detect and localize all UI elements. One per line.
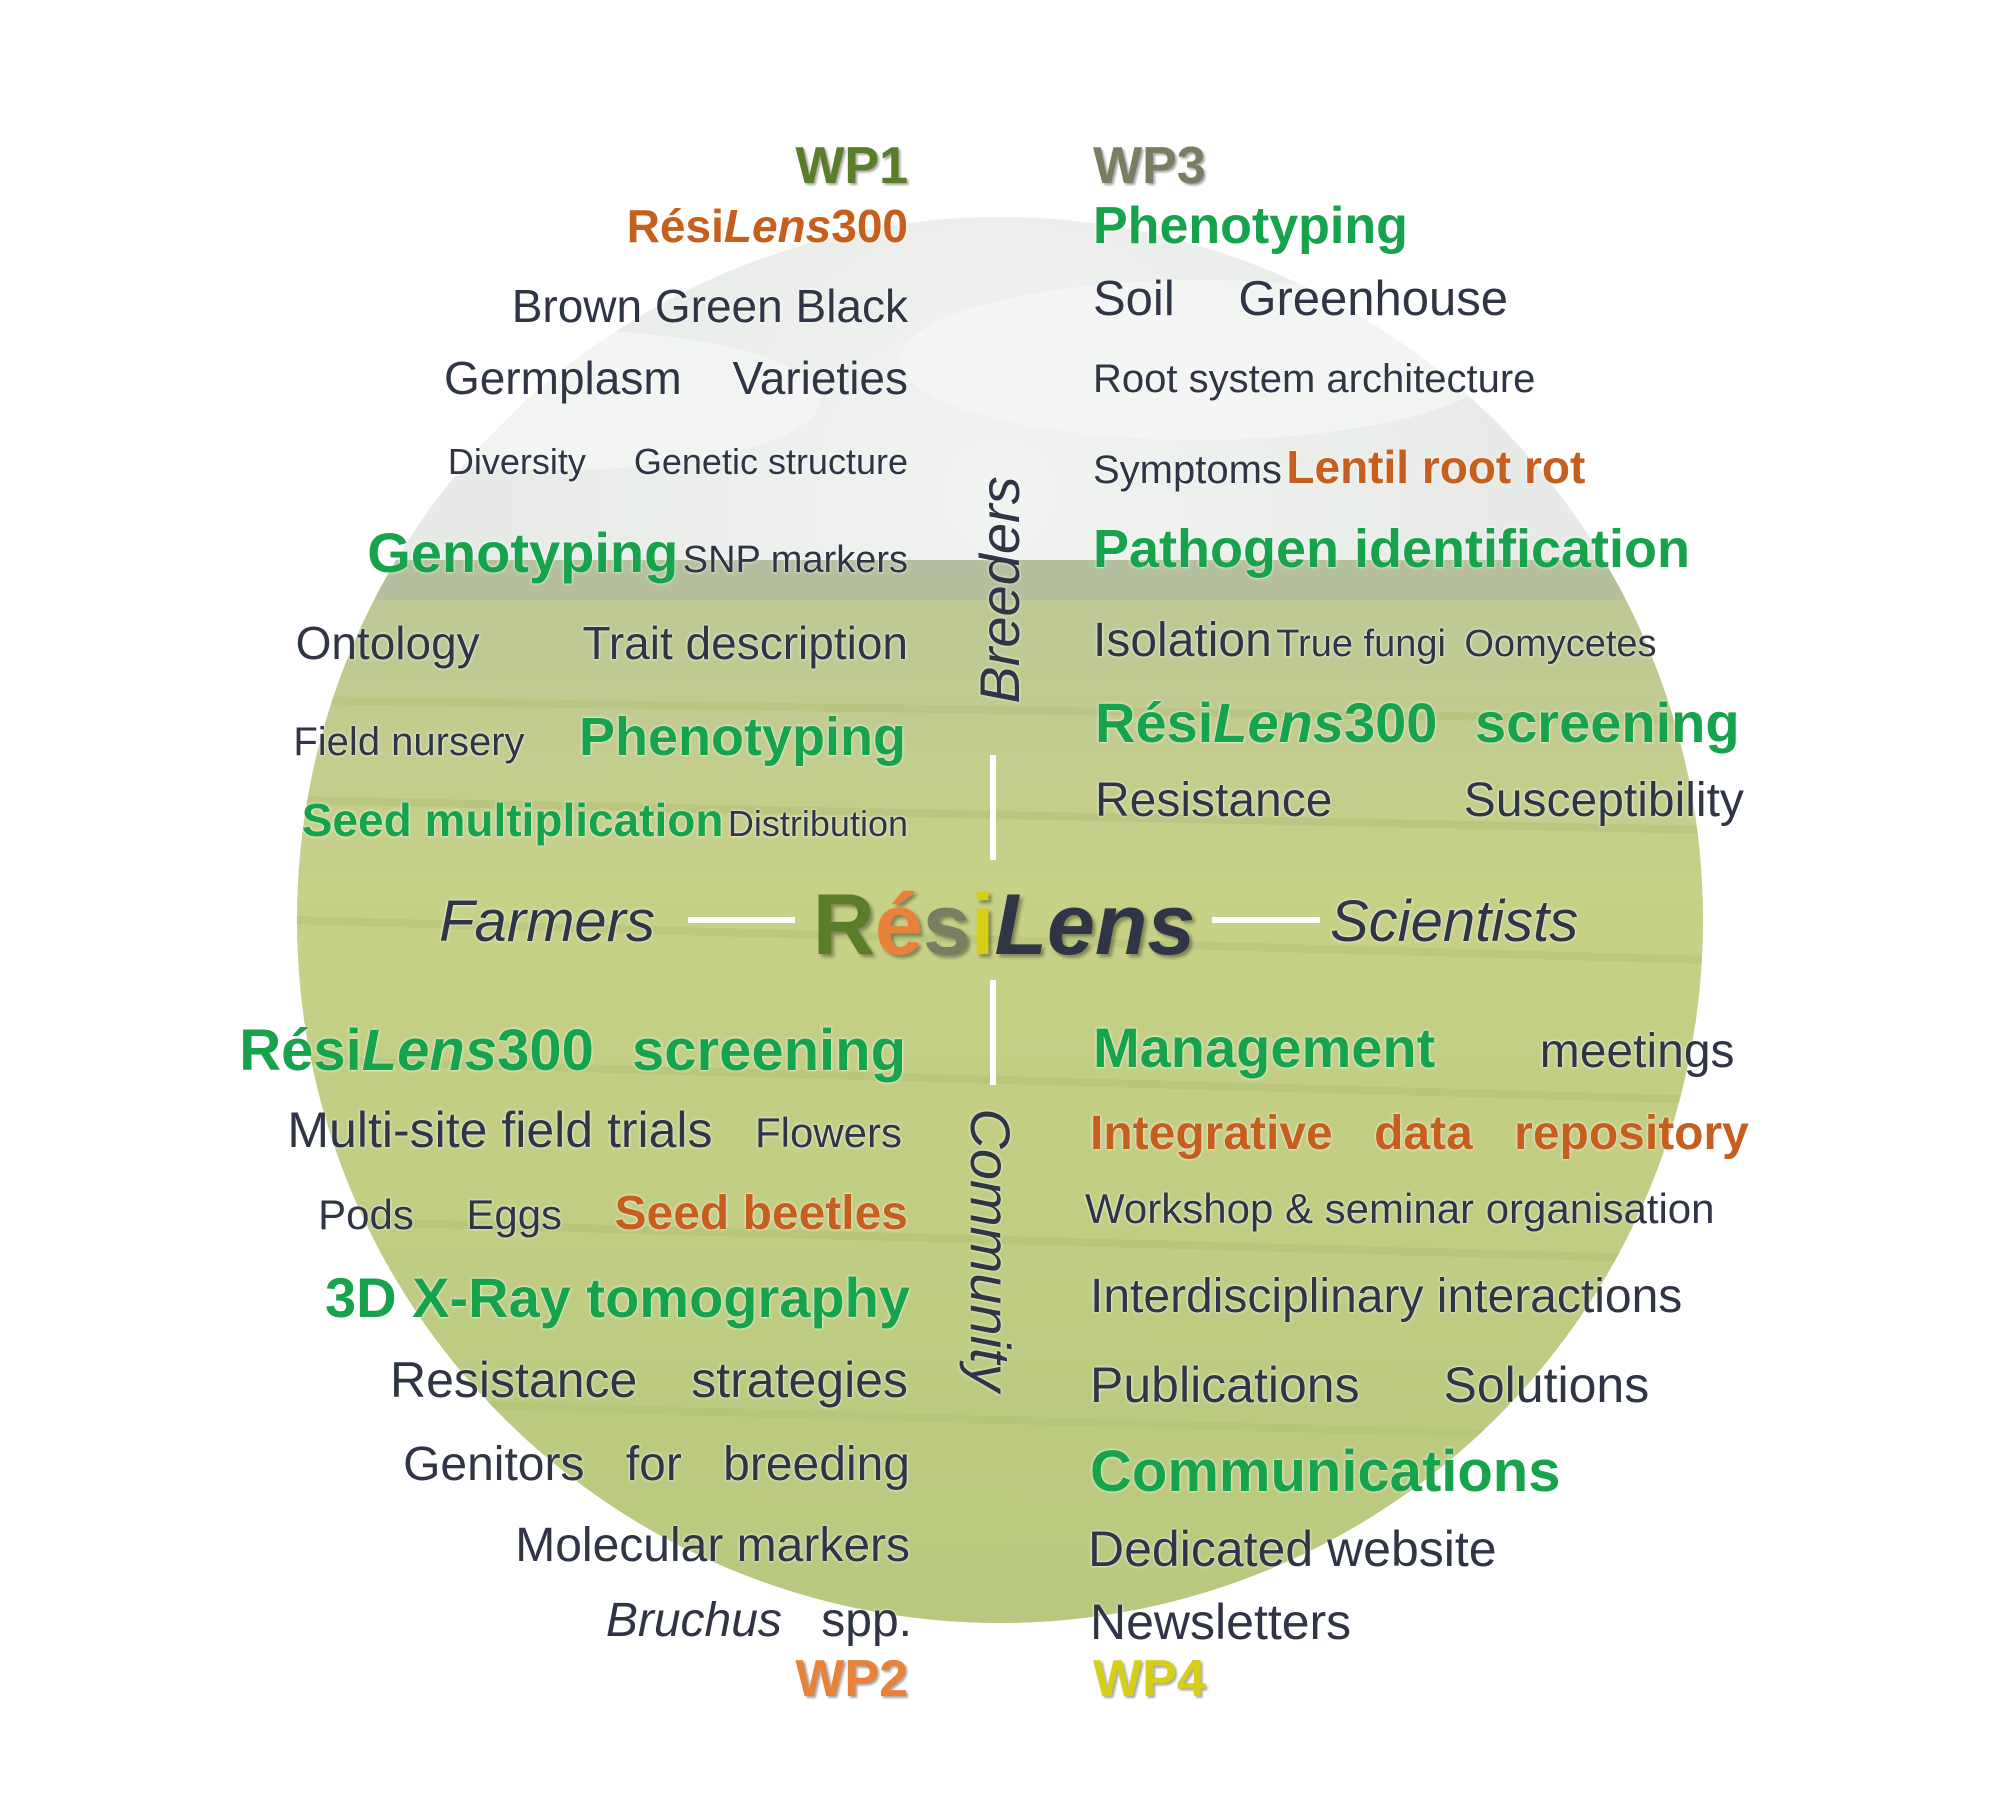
term-susceptibility: Susceptibility bbox=[1463, 774, 1744, 827]
wp1-seed-line: Seed multiplication Distribution bbox=[302, 797, 908, 843]
wp4-interdisciplinary: Interdisciplinary interactions bbox=[1090, 1270, 1683, 1323]
term-oomycetes: Oomycetes bbox=[1464, 623, 1657, 665]
term-snp-markers: SNP markers bbox=[682, 539, 908, 581]
term-repository: repository bbox=[1514, 1107, 1749, 1160]
term-spp: spp. bbox=[821, 1594, 912, 1647]
term-breeding: breeding bbox=[723, 1438, 910, 1491]
logo-i: i bbox=[970, 877, 995, 973]
term-data: data bbox=[1374, 1107, 1473, 1160]
audience-farmers: Farmers bbox=[439, 889, 655, 954]
logo-r: R bbox=[812, 877, 875, 973]
term-brown: Brown bbox=[511, 280, 643, 332]
logo-e: é bbox=[874, 877, 923, 973]
term-publications: Publications bbox=[1090, 1357, 1360, 1413]
wp4-label: WP4 bbox=[1093, 1650, 1206, 1708]
wp4-publications-line: Publications Solutions bbox=[1090, 1360, 1649, 1410]
term-resilens300-wp2: RésiLens300 bbox=[239, 1018, 594, 1083]
term-varieties: Varieties bbox=[732, 352, 908, 404]
term-seed-multiplication: Seed multiplication bbox=[301, 794, 724, 846]
term-resistance-wp2: Resistance bbox=[389, 1352, 638, 1408]
term-bruchus: Bruchus bbox=[605, 1594, 782, 1647]
term-eggs: Eggs bbox=[466, 1191, 563, 1238]
term-germplasm: Germplasm bbox=[443, 352, 682, 404]
wp1-resilens300: RésiLens300 bbox=[627, 203, 908, 249]
wp1-ontology-line: Ontology Trait description bbox=[296, 620, 908, 666]
wp1-colors-line: Brown Green Black bbox=[512, 283, 908, 329]
term-soil: Soil bbox=[1093, 272, 1175, 326]
wp4-workshop: Workshop & seminar organisation bbox=[1085, 1185, 1715, 1232]
audience-breeders: Breeders bbox=[968, 476, 1031, 704]
wp3-soil-line: Soil Greenhouse bbox=[1093, 275, 1508, 324]
wp2-beetles-line: Pods Eggs Seed beetles bbox=[318, 1190, 908, 1238]
term-genotyping: Genotyping bbox=[367, 521, 679, 584]
wp2-screening-line: RésiLens300 screening bbox=[239, 1022, 906, 1080]
term-true-fungi: True fungi bbox=[1276, 623, 1446, 665]
logo-lens: Lens bbox=[994, 877, 1196, 973]
term-management: Management bbox=[1093, 1016, 1436, 1079]
term-meetings: meetings bbox=[1539, 1025, 1735, 1078]
term-multi-site-field-trials: Multi-site field trials bbox=[287, 1102, 713, 1158]
wp1-label: WP1 bbox=[795, 137, 908, 195]
wp2-xray: 3D X-Ray tomography bbox=[325, 1266, 910, 1329]
wp4-communications: Communications bbox=[1090, 1439, 1561, 1504]
term-black: Black bbox=[795, 280, 908, 332]
term-phenotyping-wp1: Phenotyping bbox=[579, 707, 906, 767]
wp3-label: WP3 bbox=[1093, 137, 1206, 195]
wp3-isolation-line: Isolation True fungi Oomycetes bbox=[1093, 617, 1657, 665]
wp1-germplasm-line: Germplasm Varieties bbox=[444, 355, 908, 401]
wp1-genotyping-line: Genotyping SNP markers bbox=[367, 525, 908, 581]
term-symptoms: Symptoms bbox=[1093, 448, 1282, 492]
audience-scientists: Scientists bbox=[1330, 889, 1579, 954]
wp3-symptoms-line: Symptoms Lentil root rot bbox=[1093, 444, 1585, 490]
term-resistance-wp3: Resistance bbox=[1095, 774, 1333, 827]
term-for: for bbox=[625, 1438, 682, 1491]
term-screening-wp2: screening bbox=[632, 1018, 906, 1083]
term-resilens300-wp3: RésiLens300 bbox=[1095, 691, 1438, 754]
wp4-website: Dedicated website bbox=[1088, 1521, 1497, 1577]
term-integrative: Integrative bbox=[1090, 1107, 1333, 1160]
term-greenhouse: Greenhouse bbox=[1238, 272, 1509, 326]
term-flowers: Flowers bbox=[754, 1109, 902, 1156]
term-trait-description: Trait description bbox=[582, 617, 908, 669]
term-ontology: Ontology bbox=[295, 617, 480, 669]
term-green: Green bbox=[654, 280, 783, 332]
term-genetic-structure: Genetic structure bbox=[633, 441, 908, 482]
wp4-repository-line: Integrative data repository bbox=[1090, 1110, 1749, 1158]
term-screening-wp3: screening bbox=[1475, 691, 1740, 754]
term-pods: Pods bbox=[318, 1191, 414, 1238]
wp3-screening-line: RésiLens300 screening bbox=[1095, 695, 1740, 751]
wp4-newsletters: Newsletters bbox=[1090, 1594, 1352, 1650]
wp4-management-line: Management meetings bbox=[1093, 1020, 1735, 1076]
wp1-phenotyping-line: Field nursery Phenotyping bbox=[293, 710, 906, 764]
term-distribution: Distribution bbox=[727, 803, 908, 844]
wp3-pathogen: Pathogen identification bbox=[1093, 519, 1691, 579]
wp2-label: WP2 bbox=[795, 1650, 908, 1708]
term-field-nursery: Field nursery bbox=[293, 720, 525, 764]
term-solutions: Solutions bbox=[1443, 1357, 1650, 1413]
wp3-phenotyping: Phenotyping bbox=[1093, 197, 1408, 255]
lens-italic: Lens bbox=[723, 200, 832, 252]
wp2-resistance-line: Resistance strategies bbox=[390, 1355, 908, 1405]
term-isolation: Isolation bbox=[1093, 614, 1272, 667]
resilens-logo: RésiLens bbox=[813, 882, 1195, 968]
logo-s: s bbox=[922, 877, 971, 973]
term-diversity: Diversity bbox=[447, 441, 586, 482]
lens-italic: Lens bbox=[1213, 691, 1344, 754]
wp1-resilens300-text: RésiLens300 bbox=[626, 200, 908, 252]
term-lentil-root-rot: Lentil root rot bbox=[1286, 441, 1586, 493]
axis-lines bbox=[688, 755, 1320, 1085]
wp3-root-line: Root system architecture bbox=[1093, 357, 1536, 401]
wp3-resistance-line: Resistance Susceptibility bbox=[1095, 777, 1744, 825]
wp1-diversity-line: Diversity Genetic structure bbox=[448, 444, 908, 480]
term-genitors: Genitors bbox=[403, 1438, 585, 1491]
wp2-bruchus-line: Bruchus spp. bbox=[606, 1597, 912, 1645]
wp2-genitors-line: Genitors for breeding bbox=[403, 1441, 910, 1489]
wp2-trials-line: Multi-site field trials Flowers bbox=[287, 1105, 902, 1155]
term-strategies: strategies bbox=[691, 1352, 908, 1408]
lens-italic: Lens bbox=[361, 1018, 498, 1083]
wp2-molecular: Molecular markers bbox=[515, 1519, 910, 1572]
term-seed-beetles: Seed beetles bbox=[614, 1187, 908, 1240]
audience-community: Community bbox=[959, 1108, 1022, 1392]
